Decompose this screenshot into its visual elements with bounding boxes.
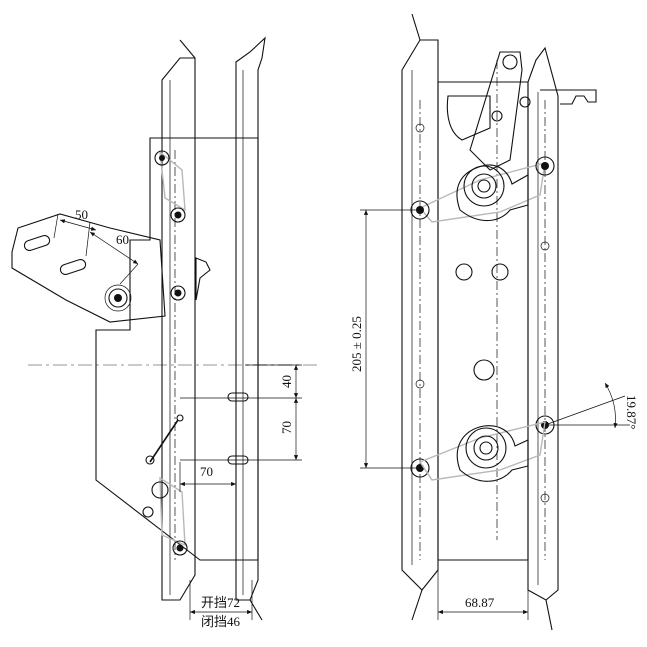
dim-50-line [59, 219, 97, 231]
right-pivot-ur-dot [541, 162, 549, 170]
closed-gear-label: 闭挡46 [201, 614, 241, 629]
left-rail-front [161, 57, 196, 601]
angle-arc [604, 382, 618, 429]
right-upper-boss-outer [463, 165, 505, 207]
left-slot-1 [23, 234, 51, 252]
left-rail-back [235, 36, 266, 601]
left-pivot-3 [170, 285, 186, 301]
right-rail-right [527, 46, 559, 601]
center-hole-3 [473, 359, 495, 381]
dim-70v-label: 70 [279, 421, 294, 434]
right-rail-left-tip [411, 13, 421, 41]
left-bracket-arm [11, 213, 166, 323]
right-rail-left-btm [411, 589, 423, 621]
right-top-pin [519, 96, 531, 108]
right-view [360, 13, 630, 631]
left-pivot-1 [154, 150, 170, 166]
left-pivot-6 [172, 540, 188, 556]
dim-60-line [89, 231, 139, 265]
dim-6887-label: 68.87 [465, 595, 495, 610]
left-pivot-3-dot [174, 289, 182, 297]
rail-hole-1 [415, 123, 425, 133]
left-pivot-4 [151, 481, 169, 499]
left-back-plate [95, 137, 259, 561]
left-view [11, 36, 302, 621]
ext-50-a [53, 213, 59, 239]
dim-70h-label: 70 [200, 464, 213, 479]
dim-60-label: 60 [116, 232, 129, 247]
left-pivot-2 [170, 207, 186, 223]
open-gear-label: 开挡72 [201, 595, 240, 610]
right-upper-boss-mid [471, 173, 497, 199]
left-pivot-bracket-dot [114, 294, 122, 302]
left-spring [149, 419, 179, 463]
angle-label: 19.87° [624, 395, 639, 429]
left-pivot-1-dot [159, 155, 165, 161]
left-pivot-6-dot [176, 544, 184, 552]
left-rail-tip [179, 39, 196, 59]
left-link-upper [159, 150, 186, 212]
right-lower-boss-mid [473, 435, 499, 461]
right-top-bracket [446, 95, 491, 141]
dim-205-label: 205 ± 0.25 [349, 316, 364, 372]
right-lower-boss-outer [465, 427, 507, 469]
rail-hole-4 [540, 493, 550, 503]
left-pivot-bracket [108, 288, 128, 308]
right-pivot-ur [535, 156, 555, 176]
left-spring-end [145, 455, 155, 465]
left-slot-2 [59, 258, 87, 276]
center-hole-2 [491, 263, 509, 281]
right-top-lever-pin [502, 54, 518, 70]
right-top-lever [469, 51, 523, 171]
dim-40-label: 40 [279, 375, 294, 388]
ext-60 [119, 263, 139, 285]
right-upper-boss-inner [477, 179, 491, 193]
dim-50-label: 50 [75, 207, 88, 222]
right-lower-arm [418, 421, 546, 481]
right-upper-arm [418, 162, 546, 223]
left-spring-top [176, 414, 184, 422]
rail-hole-3 [540, 241, 550, 251]
left-pivot-bracket-ring [104, 284, 132, 312]
right-upper-block [456, 164, 529, 222]
right-rail-right-btm [545, 599, 553, 631]
left-pivot-5 [142, 506, 154, 518]
left-pivot-2-dot [174, 211, 182, 219]
right-top-lever-hole [491, 110, 503, 122]
right-lower-block [456, 425, 529, 482]
right-back-plate [437, 81, 529, 561]
left-link-lower [159, 476, 186, 547]
right-hook [540, 89, 597, 105]
left-latch [195, 257, 211, 301]
rail-hole-2 [415, 379, 425, 389]
right-lower-boss-inner [479, 441, 493, 455]
center-hole-1 [455, 263, 473, 281]
left-rail-slot-1 [227, 392, 249, 402]
